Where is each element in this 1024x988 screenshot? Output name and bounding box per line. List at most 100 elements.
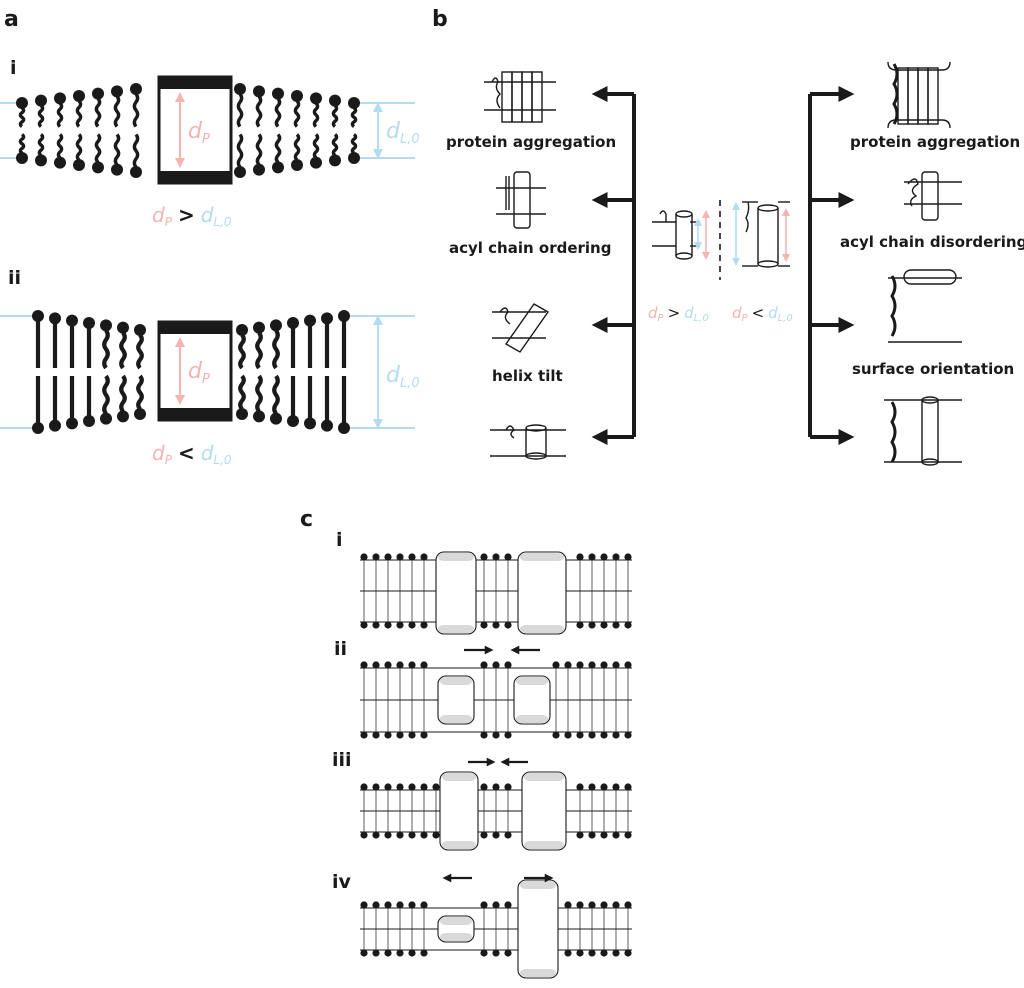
lipid-headgroup	[576, 831, 584, 839]
lipid-headgroup	[492, 901, 500, 909]
protein-shading	[438, 553, 474, 561]
center-thickness-arrows	[694, 202, 790, 266]
lipid-headgroup	[83, 317, 95, 329]
lipid-headgroup	[588, 949, 596, 957]
lipid-headgroup	[234, 166, 246, 178]
lipid-headgroup	[384, 949, 392, 957]
movement-arrows	[442, 645, 554, 883]
lipid-tail	[132, 133, 140, 169]
panel-b: b	[432, 7, 1024, 466]
lipid-headgroup	[504, 621, 512, 629]
lipid-headgroup	[100, 412, 112, 425]
left-tilt-sketch	[492, 303, 550, 353]
lipid-headgroup	[134, 408, 146, 420]
lipid-headgroup	[134, 324, 146, 336]
center-comparison-right: dP<dL,0	[732, 304, 793, 324]
lipid-headgroup	[338, 422, 350, 434]
lipid-headgroup	[396, 661, 404, 669]
dp-label: dP	[188, 119, 210, 147]
lipid-headgroup	[272, 87, 284, 100]
lipid-headgroup	[408, 661, 416, 669]
lipid-headgroup	[420, 661, 428, 669]
protein-shading	[524, 841, 564, 849]
panel-c-iv-label: iv	[332, 871, 352, 893]
membrane-rows	[360, 551, 632, 979]
lipid-bilayer	[32, 310, 350, 434]
lipid-headgroup	[384, 661, 392, 669]
lipid-tail	[274, 97, 282, 128]
panel-a-i: i dP dL,0 dP>dL,0	[0, 57, 420, 229]
lipid-headgroup	[287, 415, 299, 427]
membrane-protein	[517, 551, 567, 635]
lipid-headgroup	[372, 831, 380, 839]
lipid-headgroup	[253, 163, 265, 176]
protein-shading	[520, 881, 556, 889]
lipid-headgroup	[408, 783, 416, 791]
right-bottom-sketch	[884, 396, 962, 466]
lipid-headgroup	[310, 92, 322, 105]
lipid-tail	[255, 374, 263, 413]
lipid-tail	[132, 92, 140, 128]
lipid-headgroup	[372, 901, 380, 909]
lipid-tail	[75, 133, 83, 162]
lipid-headgroup	[372, 621, 380, 629]
lipid-headgroup	[576, 901, 584, 909]
lipid-tail	[37, 133, 45, 157]
lipid-headgroup	[35, 154, 47, 167]
lipid-headgroup	[372, 949, 380, 957]
lipid-headgroup	[100, 319, 112, 332]
lipid-headgroup	[396, 949, 404, 957]
right-disordering-sketch	[904, 171, 962, 221]
lipid-headgroup	[504, 901, 512, 909]
lipid-tail	[102, 329, 110, 370]
left-label-helix-tilt: helix tilt	[492, 367, 563, 385]
lipid-headgroup	[492, 783, 500, 791]
lipid-headgroup	[329, 94, 341, 107]
membrane-row	[360, 771, 632, 851]
lipid-headgroup	[408, 553, 416, 561]
lipid-headgroup	[360, 949, 368, 957]
lipid-headgroup	[588, 621, 596, 629]
lipid-headgroup	[420, 621, 428, 629]
lipid-headgroup	[420, 831, 428, 839]
lipid-tail	[272, 329, 280, 370]
right-label-surface-orientation: surface orientation	[852, 360, 1014, 378]
lipid-headgroup	[396, 901, 404, 909]
lipid-tail	[312, 133, 320, 159]
protein-shading	[440, 933, 472, 941]
lipid-headgroup	[384, 831, 392, 839]
lipid-tail	[293, 133, 301, 162]
lipid-headgroup	[564, 731, 572, 739]
right-label-acyl-chain-disordering: acyl chain disordering	[840, 233, 1024, 251]
lipid-headgroup	[253, 321, 265, 334]
lipid-tail	[113, 133, 121, 166]
right-aggregation-sketch	[887, 61, 951, 129]
lipid-headgroup	[612, 621, 620, 629]
membrane-row	[360, 551, 632, 635]
lipid-headgroup	[54, 156, 66, 169]
lipid-headgroup	[552, 731, 560, 739]
lipid-headgroup	[130, 83, 142, 95]
lipid-headgroup	[504, 553, 512, 561]
right-arrow-tree	[808, 86, 855, 445]
lipid-headgroup	[588, 731, 596, 739]
protein-shading	[438, 625, 474, 633]
comparison-label: dP>dL,0	[152, 203, 232, 229]
lipid-headgroup	[600, 553, 608, 561]
panel-c: c i ii iii iv	[300, 507, 632, 979]
membrane-protein	[439, 771, 479, 851]
lipid-headgroup	[492, 831, 500, 839]
lipid-headgroup	[564, 949, 572, 957]
lipid-headgroup	[624, 949, 632, 957]
left-label-protein-aggregation: protein aggregation	[446, 133, 616, 151]
lipid-headgroup	[600, 831, 608, 839]
protein-shading	[442, 841, 476, 849]
lipid-headgroup	[360, 831, 368, 839]
lipid-headgroup	[504, 949, 512, 957]
lipid-headgroup	[480, 901, 488, 909]
protein-shading	[520, 625, 564, 633]
lipid-headgroup	[576, 783, 584, 791]
left-ordering-sketch	[496, 171, 546, 229]
lipid-headgroup	[49, 419, 61, 432]
